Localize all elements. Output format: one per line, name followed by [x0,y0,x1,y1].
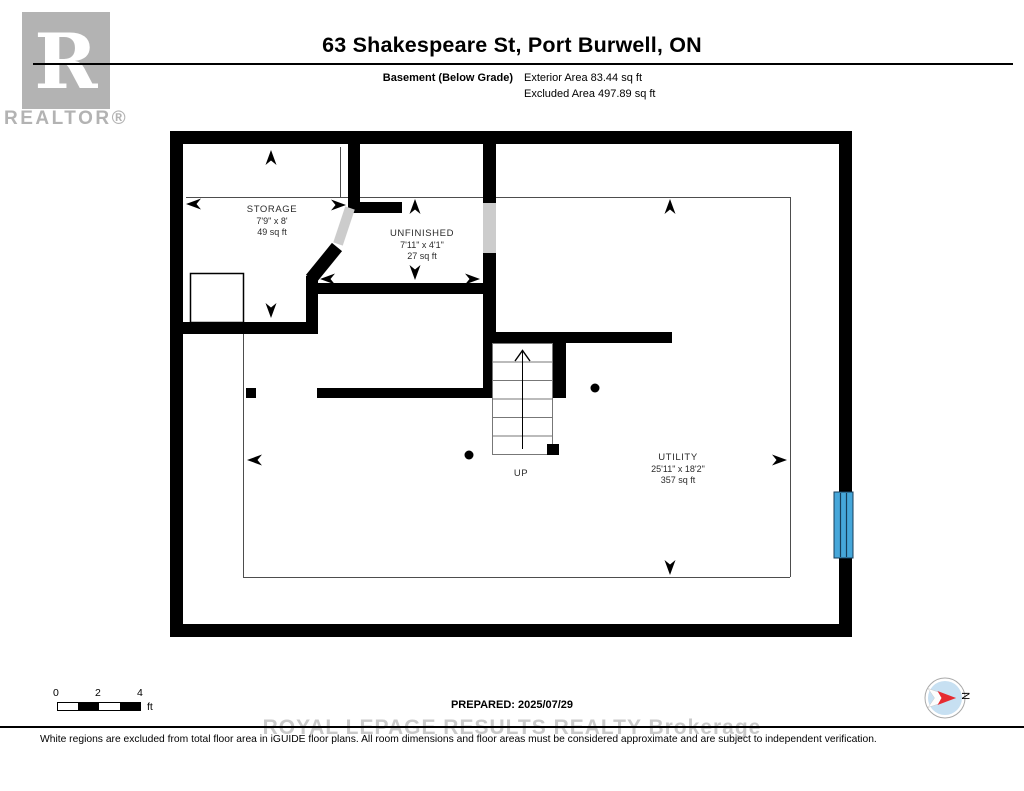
stairwell-right-wall [553,343,566,398]
column-dot [590,383,600,393]
exterior-area-text: Exterior Area 83.44 sq ft [524,72,643,84]
scale-tick-0: 0 [53,687,59,699]
room-name: UTILITY [658,452,698,463]
room-label-storage: STORAGE 7'9" x 8' 49 sq ft [247,204,297,239]
diagonal-door [333,206,355,246]
arrow-right [772,454,787,466]
top-partition-wall [348,144,360,213]
storage-footing-box [189,272,245,324]
scale-unit: ft [147,701,153,713]
wall-left [170,131,183,637]
arrow-up [409,199,421,214]
footer-divider [0,726,1024,728]
arrow-down [664,560,676,575]
arrow-up [664,199,676,214]
room-area: 27 sq ft [407,251,437,261]
realtor-logo-wordmark: REALTOR® [4,108,129,129]
compass-needle-red [937,691,956,705]
arrow-down [265,303,277,318]
room-dims: 25'11" x 18'2" [651,463,705,474]
arrow-up [265,150,277,165]
page-title: 63 Shakespeare St, Port Burwell, ON [322,33,702,57]
room-label-utility: UTILITY 25'11" x 18'2" 357 sq ft [651,452,705,487]
middle-room-bottom-wall [317,388,496,398]
storage-bottom-wall [183,322,317,334]
unfinished-bottom-wall [306,283,496,294]
exterior-walls [170,131,852,637]
arrow-right [331,199,346,211]
room-name: STORAGE [246,204,298,215]
columns [246,383,600,460]
half-wall [348,202,402,213]
diagonal-wall [305,242,343,284]
header-divider [33,63,1013,65]
column-post [246,388,256,398]
room-area: 357 sq ft [660,475,696,485]
arrow-left [320,273,335,285]
wall-right [839,131,852,637]
room-dims: 7'11" x 4'1" [400,239,444,250]
room-name: UNFINISHED [389,228,455,239]
room-dims: 7'9" x 8' [256,215,288,226]
floor-label: Basement (Below Grade) [382,72,513,84]
stairwell-top-wall [483,332,672,343]
wall-top [170,131,852,144]
column-dot [464,450,474,460]
arrow-right [465,273,480,285]
scale-bar [57,702,141,711]
scale-tick-4: 4 [137,687,143,699]
arrow-down [409,265,421,280]
stair-post [547,444,559,455]
compass-north-label: N [958,692,971,700]
window [833,491,854,559]
scale-bar-segment [120,703,141,710]
arrow-left [247,454,262,466]
scale-tick-2: 2 [95,687,101,699]
wall-opening [483,203,496,253]
stair-direction-arrowhead [514,349,531,362]
dimension-arrows [186,150,787,575]
disclaimer-text: White regions are excluded from total fl… [40,734,877,745]
staircase [492,343,559,455]
realtor-logo: R [22,12,110,109]
wall-bottom [170,624,852,637]
prepared-date: PREPARED: 2025/07/29 [450,699,574,711]
room-label-unfinished: UNFINISHED 7'11" x 4'1" 27 sq ft [390,228,454,263]
scale-bar-segment [78,703,99,710]
stairs-up-label: UP [513,468,529,479]
realtor-logo-r: R [34,17,98,106]
arrow-left [186,198,201,210]
interior-walls [183,144,672,398]
room-area: 49 sq ft [257,227,287,237]
excluded-area-text: Excluded Area 497.89 sq ft [524,88,656,100]
compass [924,677,966,719]
door-openings [333,203,496,253]
